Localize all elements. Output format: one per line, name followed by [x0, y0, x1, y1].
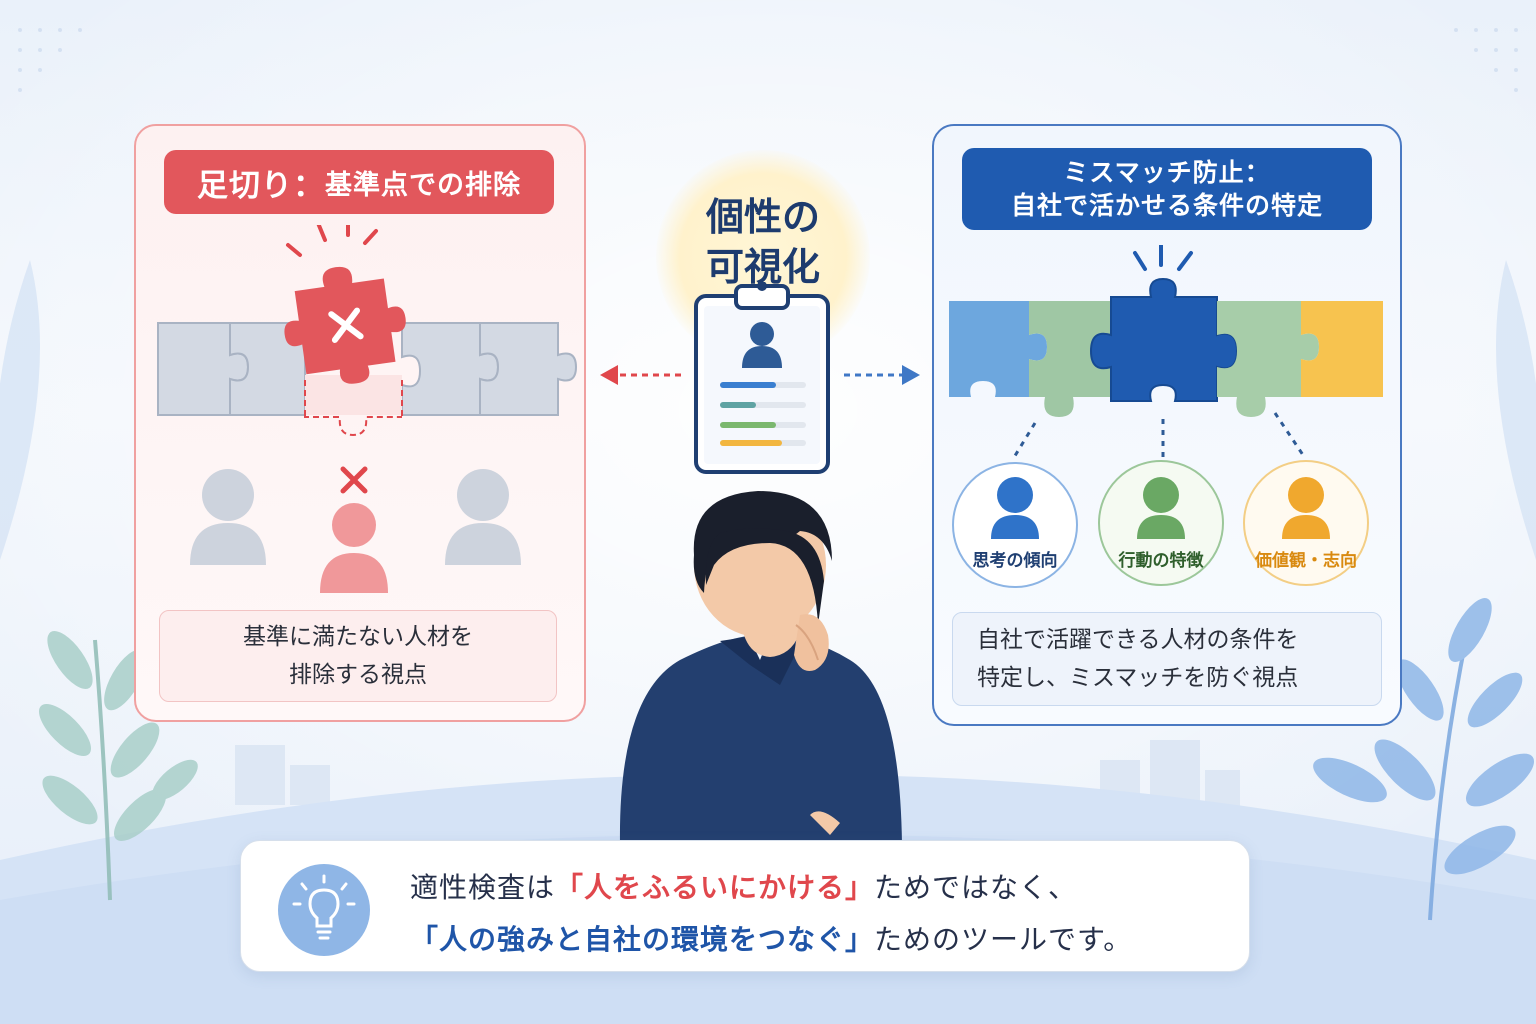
values-person-icon: [1282, 477, 1330, 539]
person-icon: [445, 469, 521, 565]
yellow-puzzle-piece: [1301, 301, 1383, 397]
dot-pattern-right: [1454, 28, 1518, 92]
screening-desc-line: 基準に満たない人材を: [243, 624, 473, 650]
rejected-puzzle-piece: [284, 266, 406, 384]
conclusion-text: 適性検査は: [410, 871, 556, 904]
mismatch-desc-line: 自社で活躍できる人材の条件を: [977, 627, 1299, 653]
mismatch-description: 自社で活躍できる人材の条件を 特定し、ミスマッチを防ぐ視点: [952, 612, 1382, 706]
dot-pattern-left: [18, 28, 82, 92]
mismatch-header-line: 自社で活かせる条件の特定: [1010, 191, 1323, 220]
rejected-person-icon: [320, 503, 388, 593]
conclusion-text: ためのツールです。: [874, 923, 1133, 956]
profile-clipboard-area: [600, 282, 920, 474]
conclusion-line-1: 適性検査は「人をふるいにかける」ためではなく、: [410, 866, 1077, 906]
conclusion-text: ためではなく、: [874, 871, 1078, 904]
mismatch-header: ミスマッチ防止： 自社で活かせる条件の特定: [962, 148, 1372, 230]
clipboard-icon: [694, 282, 830, 474]
gray-puzzle-piece: [479, 322, 578, 416]
businessman-illustration: [619, 491, 902, 845]
green-puzzle-piece: [1217, 301, 1319, 417]
mismatch-desc-line: 特定し、ミスマッチを防ぐ視点: [977, 665, 1299, 691]
green-puzzle-piece: [1029, 301, 1111, 417]
person-icon: [190, 469, 266, 565]
blue-puzzle-piece: [949, 301, 1047, 397]
plant-right: [1313, 598, 1535, 921]
behavior-person-icon: [1137, 477, 1185, 539]
screening-header-text: 基準点での排除: [325, 169, 521, 201]
arrow-left-icon: [600, 365, 618, 385]
reject-x-icon: [340, 466, 368, 494]
screening-desc-line: 排除する視点: [289, 662, 427, 688]
conclusion-box: [240, 840, 1250, 972]
lightbulb-icon: [278, 864, 370, 956]
screening-description: 基準に満たない人材を 排除する視点: [159, 610, 557, 702]
trait-label-behavior: 行動の特徴: [1118, 551, 1204, 571]
arrow-right-icon: [902, 365, 920, 385]
trait-label-thinking: 思考の傾向: [972, 551, 1058, 571]
mismatch-header-line: ミスマッチ防止：: [1063, 158, 1271, 187]
key-puzzle-piece: [1089, 277, 1239, 402]
visualization-title-line: 個性の: [705, 195, 820, 239]
thinking-person-icon: [991, 477, 1039, 539]
screening-header: 足切り：基準点での排除: [164, 150, 554, 214]
conclusion-highlight-red: 「人をふるいにかける」: [555, 871, 875, 904]
screening-illustration: [157, 225, 578, 593]
matching-illustration: [949, 245, 1383, 588]
gray-puzzle-piece: [229, 322, 306, 416]
screening-header-bold: 足切り：: [197, 167, 325, 204]
conclusion-highlight-blue: 「人の強みと自社の環境をつなぐ」: [410, 923, 875, 956]
trait-label-values: 価値観・志向: [1255, 551, 1357, 571]
conclusion-line-2: 「人の強みと自社の環境をつなぐ」ためのツールです。: [410, 918, 1132, 958]
